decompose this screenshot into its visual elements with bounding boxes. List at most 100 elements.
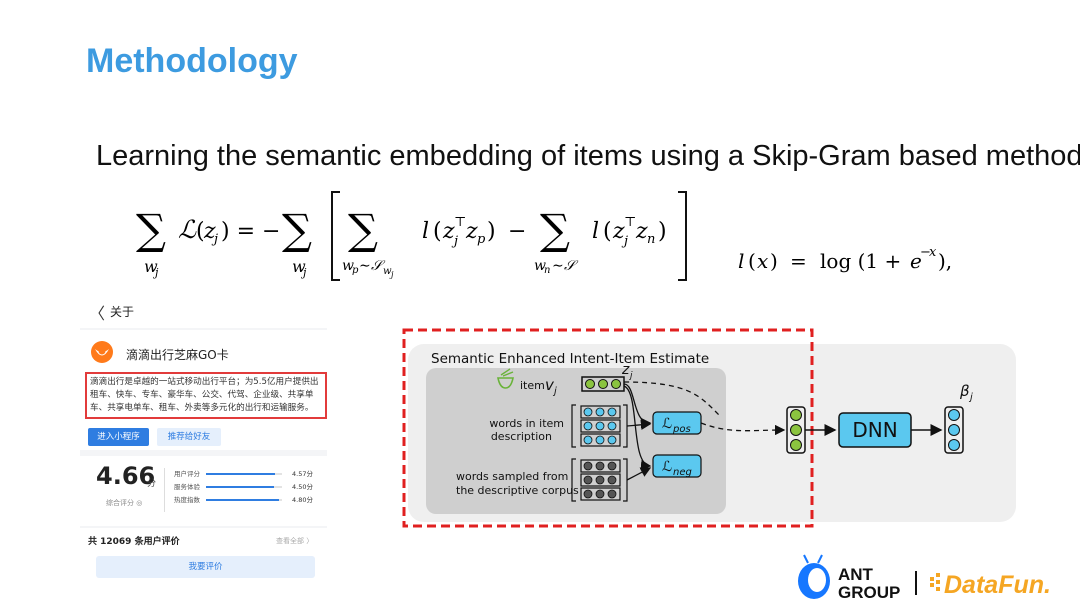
sampled-words-label-2: the descriptive corpus (456, 484, 579, 497)
overall-score: 4.66 (96, 462, 156, 490)
metric-row: 服务体验 4.50分 (174, 481, 324, 493)
svg-text:z: z (635, 219, 648, 244)
svg-text:j: j (152, 266, 159, 279)
svg-text:n: n (647, 232, 655, 247)
datafun-dots-icon (930, 573, 940, 591)
dashed-link-to-vector (700, 422, 786, 436)
arrow-words-to-pos (626, 419, 652, 430)
svg-text:e: e (910, 249, 922, 273)
highlight-dashed-box (402, 328, 814, 528)
svg-text:w: w (144, 257, 158, 276)
svg-text:−: − (508, 219, 526, 244)
words-in-item-label-2: description (491, 430, 552, 443)
metric-row: 用户评分 4.57分 (174, 468, 324, 480)
words-in-item-label-1: words in item (489, 417, 564, 430)
share-to-friend-button[interactable]: 推荐给好友 (157, 428, 221, 446)
svg-text:∑: ∑ (540, 205, 570, 254)
bowl-icon (497, 368, 514, 389)
svg-text:j: j (211, 232, 218, 247)
metric-bar (206, 473, 282, 475)
svg-text:w: w (342, 258, 354, 274)
svg-text:) = −: ) = − (221, 219, 280, 244)
svg-text:∑: ∑ (136, 205, 166, 254)
enter-mini-program-button[interactable]: 进入小程序 (88, 428, 149, 446)
ant-text: ANT (838, 565, 874, 584)
svg-text:(: ( (603, 219, 612, 244)
svg-text:⊤: ⊤ (624, 215, 636, 230)
divider (164, 468, 165, 512)
dnn-label: DNN (852, 418, 897, 442)
svg-text:n: n (544, 265, 550, 276)
metric-bar-fill (206, 486, 275, 488)
svg-text:): ) (770, 249, 778, 273)
item-symbol: v (545, 376, 555, 394)
score-label: 综合评分 ◎ (106, 499, 143, 507)
dashed-link-top (623, 381, 721, 417)
item-vector-column (786, 406, 806, 454)
svg-text:(: ( (196, 219, 205, 244)
slide-subtitle: Learning the semantic embedding of items… (96, 140, 1080, 172)
metric-bar-fill (206, 473, 276, 475)
svg-text:log (1 +: log (1 + (820, 249, 901, 273)
inner-panel (426, 368, 726, 514)
svg-text:z: z (612, 219, 625, 244)
metric-value: 4.50分 (292, 483, 313, 491)
svg-text:): ) (658, 219, 667, 244)
write-review-button[interactable]: 我要评价 (96, 556, 315, 578)
svg-text:): ) (487, 219, 496, 244)
svg-text:ℒ: ℒ (178, 215, 197, 244)
svg-text:∼: ∼ (552, 258, 564, 274)
beta-vector-column (944, 406, 964, 454)
mini-program-screenshot: 〈 关于 滴滴出行芝麻GO卡 滴滴出行是卓越的一站式移动出行平台；为5.5亿用户… (80, 294, 327, 598)
zj-symbol: z (621, 362, 630, 378)
svg-text:⊤: ⊤ (454, 215, 466, 230)
negative-loss-symbol: ℒ (662, 459, 672, 475)
svg-text:∑: ∑ (348, 205, 378, 254)
beta-symbol: β (959, 382, 970, 400)
svg-text:z: z (442, 219, 455, 244)
ant-group-logo-icon (798, 554, 830, 599)
svg-text:w: w (534, 258, 546, 274)
zj-subscript: j (628, 371, 633, 381)
diagram-title: Semantic Enhanced Intent-Item Estimate (431, 351, 709, 367)
view-all-link[interactable]: 查看全部 〉 (276, 537, 314, 545)
loss-formula: ∑ w j ℒ ( z j ) = − ∑ w j ∑ w p ∼ 𝒮 w j … (130, 186, 960, 291)
metric-label: 用户评分 (174, 470, 200, 478)
svg-text:j: j (621, 234, 628, 249)
svg-text:),: ), (938, 249, 952, 273)
review-count: 共 12069 条用户评价 (88, 537, 180, 547)
negative-loss-box (652, 454, 702, 478)
left-bracket (571, 458, 576, 502)
rating-card: 4.66 分 综合评分 ◎ 用户评分 4.57分 服务体验 4.50分 热度指数… (80, 456, 327, 526)
metric-value: 4.57分 (292, 470, 313, 478)
back-chevron-icon[interactable]: 〈 (89, 304, 106, 323)
metric-row: 热度指数 4.80分 (174, 494, 324, 506)
svg-text:𝒮: 𝒮 (564, 258, 579, 274)
metric-bar-fill (206, 499, 279, 501)
svg-text:w: w (383, 266, 392, 277)
beta-subscript: j (968, 392, 973, 403)
svg-text:l: l (592, 219, 599, 244)
app-description-highlighted: 滴滴出行是卓越的一站式移动出行平台；为5.5亿用户提供出租车、快车、专车、豪华车… (85, 372, 327, 419)
svg-text:∑: ∑ (282, 205, 312, 254)
item-label: item (520, 379, 545, 392)
svg-text:j: j (300, 266, 307, 279)
negative-words-matrix (580, 459, 621, 501)
brand-logos: ANT GROUP DataFun. (794, 553, 1064, 603)
svg-text:x: x (757, 249, 768, 273)
positive-words-matrix (580, 405, 621, 447)
svg-text:x: x (929, 245, 937, 260)
didi-logo-icon (91, 341, 113, 363)
svg-text:w: w (292, 257, 306, 276)
svg-text:z: z (203, 219, 216, 244)
negative-loss-subscript: neg (673, 467, 692, 478)
datafun-text: DataFun. (944, 571, 1051, 599)
svg-text:j: j (451, 234, 458, 249)
item-symbol-subscript: j (552, 386, 557, 397)
svg-text:∼: ∼ (359, 258, 371, 274)
svg-text:p: p (477, 232, 486, 247)
left-bracket (571, 404, 576, 448)
score-unit: 分 (147, 479, 157, 489)
svg-text:−: − (920, 245, 931, 260)
svg-text:(: ( (433, 219, 442, 244)
